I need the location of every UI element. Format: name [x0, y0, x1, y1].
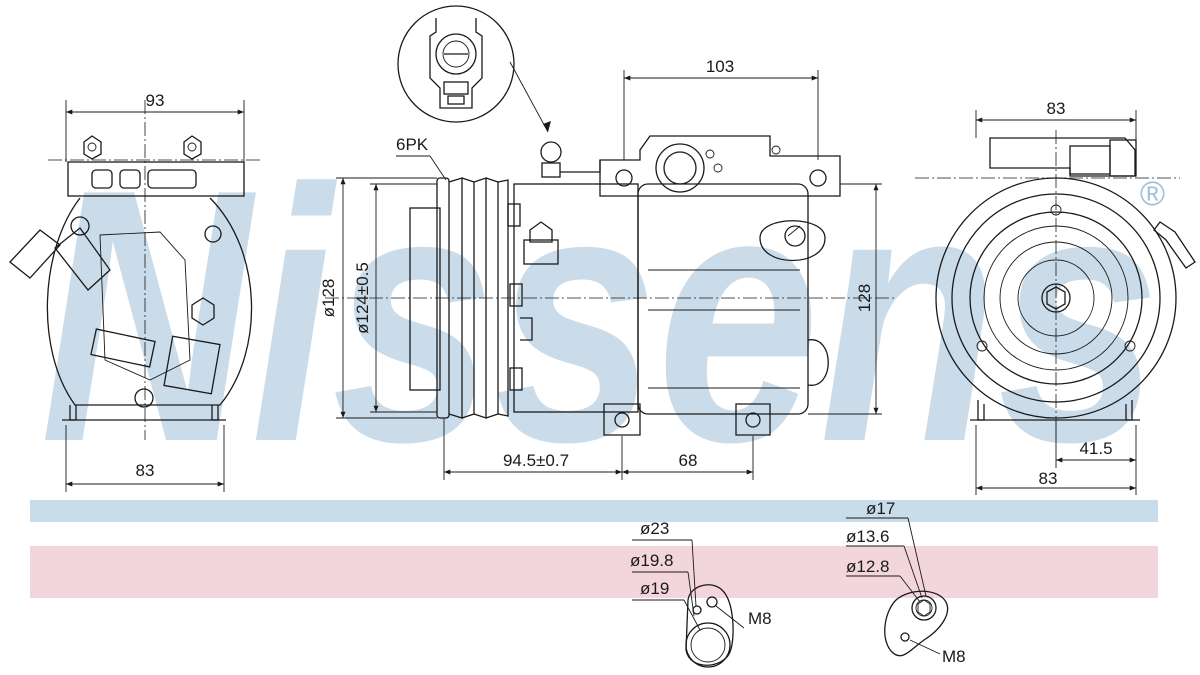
rear-view: 83 41.5 83: [915, 99, 1196, 495]
dim-offset-body: 68: [679, 451, 698, 470]
left-side-view: 93 83: [9, 91, 262, 492]
port-b-d3: ø12.8: [846, 557, 889, 576]
pink-band: [30, 546, 1158, 598]
dim-body-top: 103: [706, 57, 734, 76]
blue-band: [30, 500, 1158, 522]
dim-side-left-top: 93: [146, 91, 165, 110]
dim-pulley-belt: 6PK: [396, 135, 429, 154]
connector-detail: [397, 5, 515, 123]
dim-rear-offset: 41.5: [1079, 439, 1112, 458]
dim-body-height: 128: [855, 284, 874, 312]
registered-mark: ®: [1140, 175, 1165, 213]
port-a-d2: ø19.8: [630, 551, 673, 570]
port-b-d1: ø17: [866, 499, 895, 518]
front-view: ø128 ø124±0.5 6PK 103 128 94.5±0.7 68: [319, 57, 895, 480]
port-a-d1: ø23: [640, 519, 669, 538]
port-b-d2: ø13.6: [846, 527, 889, 546]
dim-rear-bottom: 83: [1039, 469, 1058, 488]
dim-pulley-outer: ø128: [319, 279, 338, 318]
dim-side-left-bottom: 83: [136, 461, 155, 480]
port-a-d3: ø19: [640, 579, 669, 598]
port-a-thread: M8: [748, 609, 772, 628]
dim-rear-top: 83: [1047, 99, 1066, 118]
port-detail-a: ø23 ø19.8 ø19 M8: [630, 519, 772, 668]
port-detail-b: ø17 ø13.6 ø12.8 M8: [846, 499, 966, 666]
port-b-thread: M8: [942, 647, 966, 666]
dim-pulley-inner: ø124±0.5: [353, 262, 372, 334]
dim-offset-pulley: 94.5±0.7: [503, 451, 569, 470]
